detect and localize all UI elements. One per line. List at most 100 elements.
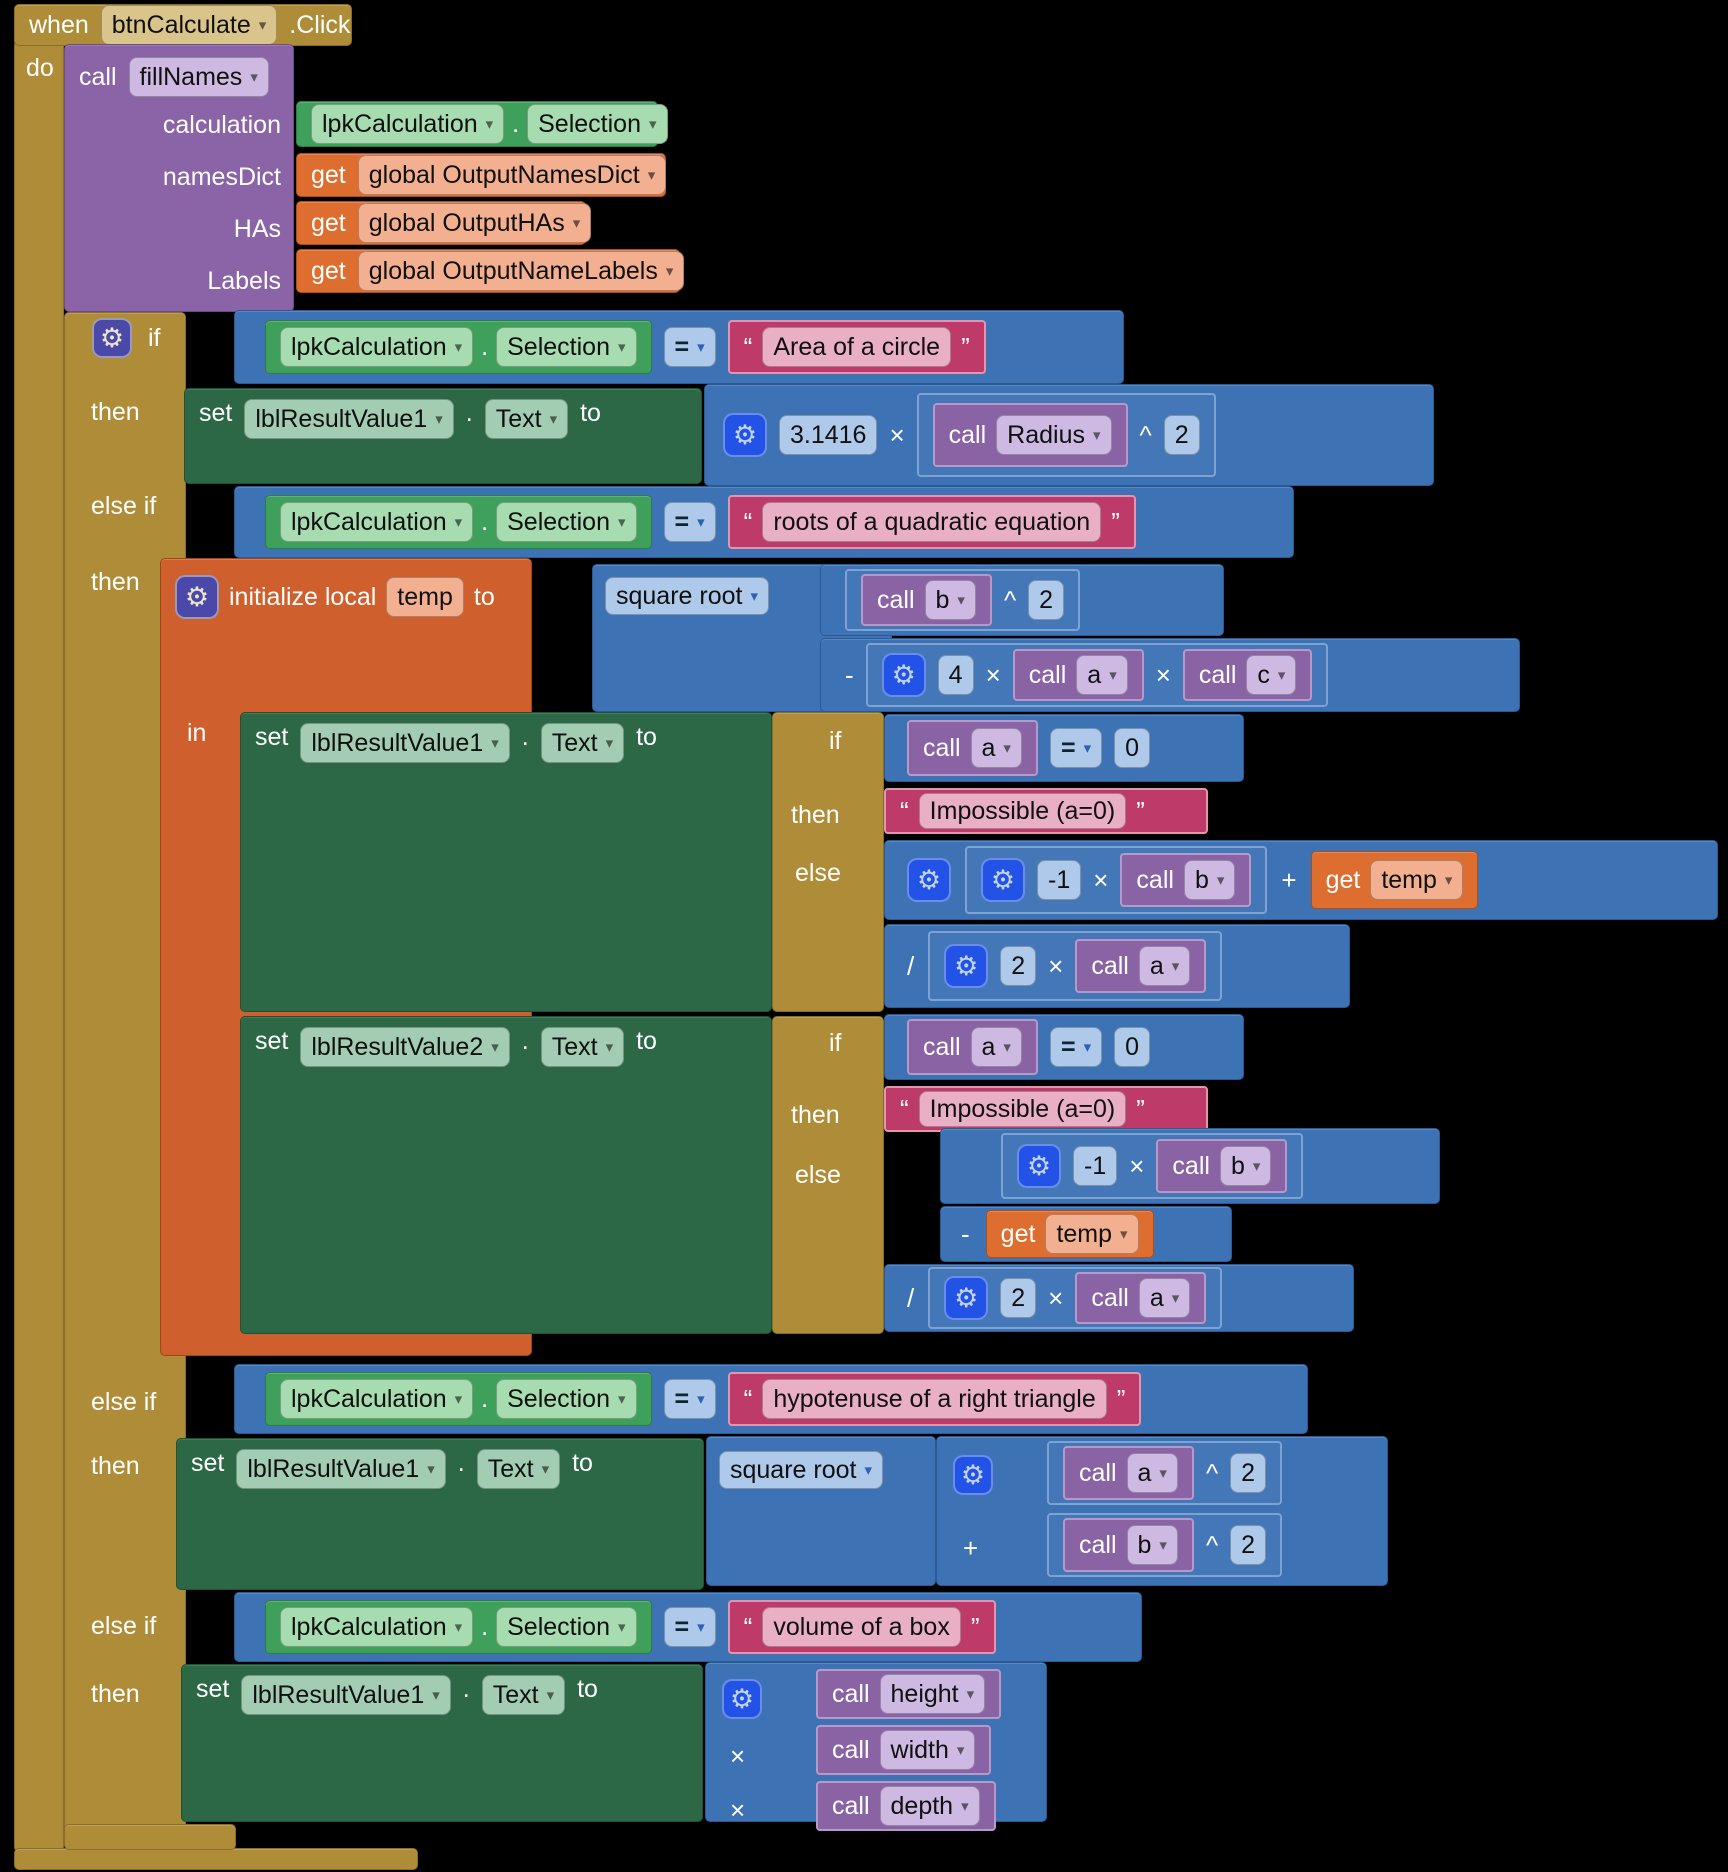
label-dropdown[interactable]: lblResultValue1▾ [236, 1449, 446, 1489]
proc-dropdown[interactable]: b▾ [1126, 1525, 1178, 1565]
proc-dropdown[interactable]: a▾ [1076, 655, 1128, 695]
call-height-block[interactable]: call height▾ [816, 1669, 1002, 1719]
global-var-dropdown[interactable]: global OutputHAs ▾ [357, 203, 592, 243]
dropdown-arrow-icon[interactable]: ▾ [966, 1685, 975, 1703]
string-impossible-block[interactable]: “ Impossible (a=0) ” [884, 788, 1208, 834]
dropdown-arrow-icon[interactable]: ▾ [1171, 1289, 1180, 1307]
number-field[interactable]: 4 [937, 655, 974, 695]
global-var-dropdown[interactable]: global OutputNamesDict ▾ [357, 155, 667, 195]
neg-b-block[interactable]: ⚙ -1 × call b▾ [965, 846, 1268, 914]
number-field[interactable]: 0 [1114, 1027, 1150, 1067]
call-a-block[interactable]: call a▾ [907, 720, 1038, 776]
text-prop-dropdown[interactable]: Text▾ [540, 1027, 625, 1067]
dropdown-arrow-icon[interactable]: ▾ [1171, 957, 1180, 975]
mutator-gear-icon[interactable]: ⚙ [944, 944, 989, 988]
mutator-gear-icon[interactable]: ⚙ [1017, 1144, 1061, 1188]
dropdown-arrow-icon[interactable]: ▾ [605, 734, 614, 752]
proc-dropdown[interactable]: b▾ [1219, 1146, 1272, 1186]
dropdown-arrow-icon[interactable]: ▾ [549, 410, 558, 428]
property-dropdown[interactable]: Selection ▾ [527, 104, 668, 144]
string-field[interactable]: hypotenuse of a right triangle [762, 1379, 1107, 1419]
string-block[interactable]: “ volume of a box ” [727, 1600, 996, 1654]
power-block[interactable]: call b▾ ^ 2 [845, 569, 1081, 631]
mutator-gear-icon[interactable]: ⚙ [944, 1276, 989, 1320]
selection-getter-block[interactable]: lpkCalculation ▾ . Selection ▾ [296, 101, 668, 147]
string-field[interactable]: Impossible (a=0) [918, 793, 1127, 829]
property-dropdown[interactable]: Selection▾ [496, 327, 637, 367]
dropdown-arrow-icon[interactable]: ▾ [617, 1390, 626, 1408]
dropdown-arrow-icon[interactable]: ▾ [1216, 871, 1225, 889]
component-dropdown[interactable]: lpkCalculation▾ [280, 1607, 474, 1647]
minus-temp-row[interactable]: - get temp▾ [940, 1206, 1232, 1262]
call-b-block[interactable]: call b▾ [1156, 1139, 1288, 1193]
mutator-gear-icon[interactable]: ⚙ [175, 575, 219, 619]
get-temp-block[interactable]: get temp▾ [1310, 851, 1479, 909]
minus-4ac-row[interactable]: - ⚙ 4 × call a▾ × call c▾ [820, 638, 1520, 712]
component-dropdown[interactable]: lpkCalculation▾ [280, 1379, 474, 1419]
call-a-block[interactable]: call a▾ [1012, 649, 1144, 701]
dropdown-arrow-icon[interactable]: ▾ [697, 1618, 705, 1636]
string-field[interactable]: Area of a circle [762, 327, 952, 367]
dropdown-arrow-icon[interactable]: ▾ [1159, 1464, 1167, 1482]
text-prop-dropdown[interactable]: Text▾ [481, 1675, 566, 1715]
component-dropdown[interactable]: btnCalculate ▾ [100, 5, 278, 45]
call-a-block[interactable]: call a▾ [1063, 1446, 1194, 1500]
dropdown-arrow-icon[interactable]: ▾ [697, 338, 705, 356]
numerator-row[interactable]: ⚙ ⚙ -1 × call b▾ + get temp▾ [884, 840, 1718, 920]
dropdown-arrow-icon[interactable]: ▾ [665, 262, 674, 280]
a-equals-zero-block[interactable]: call a▾ =▾ 0 [884, 714, 1244, 782]
dropdown-arrow-icon[interactable]: ▾ [1159, 1536, 1167, 1554]
condition-area-block[interactable]: lpkCalculation▾ . Selection▾ =▾ “ Area o… [234, 310, 1124, 384]
proc-dropdown[interactable]: a▾ [970, 728, 1022, 768]
get-global-has-block[interactable]: get global OutputHAs ▾ [296, 201, 592, 245]
call-b-block[interactable]: call b▾ [861, 574, 992, 626]
sqrt-block[interactable]: square root▾ [706, 1436, 936, 1586]
label-dropdown[interactable]: lblResultValue2▾ [300, 1027, 510, 1067]
dropdown-arrow-icon[interactable]: ▾ [617, 338, 626, 356]
dropdown-arrow-icon[interactable]: ▾ [1003, 1038, 1011, 1056]
dropdown-arrow-icon[interactable]: ▾ [1277, 666, 1286, 684]
dropdown-arrow-icon[interactable]: ▾ [750, 587, 758, 605]
proc-dropdown[interactable]: height▾ [879, 1674, 986, 1714]
dropdown-arrow-icon[interactable]: ▾ [546, 1686, 555, 1704]
proc-dropdown[interactable]: b▾ [1183, 860, 1236, 900]
dropdown-arrow-icon[interactable]: ▾ [617, 1618, 626, 1636]
mutator-gear-icon[interactable]: ⚙ [981, 858, 1025, 902]
mutator-gear-icon[interactable]: ⚙ [907, 858, 951, 902]
property-dropdown[interactable]: Selection▾ [496, 1379, 637, 1419]
string-field[interactable]: volume of a box [762, 1607, 961, 1647]
call-c-block[interactable]: call c▾ [1182, 649, 1313, 701]
dropdown-arrow-icon[interactable]: ▾ [864, 1461, 872, 1479]
var-dropdown[interactable]: temp▾ [1045, 1214, 1139, 1254]
dropdown-arrow-icon[interactable]: ▾ [1109, 666, 1117, 684]
global-var-dropdown[interactable]: global OutputNameLabels ▾ [357, 251, 685, 291]
a-squared-block[interactable]: call a▾ ^ 2 [1047, 1441, 1283, 1505]
string-field[interactable]: Impossible (a=0) [918, 1091, 1127, 1127]
get-temp-block[interactable]: get temp▾ [985, 1210, 1154, 1258]
denominator-row[interactable]: / ⚙ 2 × call a▾ [884, 924, 1350, 1008]
call-fillnames-block[interactable]: call fillNames ▾ calculation namesDict H… [64, 44, 294, 312]
dropdown-arrow-icon[interactable]: ▾ [647, 166, 656, 184]
component-dropdown[interactable]: lpkCalculation▾ [280, 502, 474, 542]
dropdown-arrow-icon[interactable]: ▾ [961, 1797, 969, 1815]
when-block-header[interactable]: when btnCalculate ▾ .Click [14, 4, 352, 46]
dropdown-arrow-icon[interactable]: ▾ [427, 1460, 435, 1478]
dropdown-arrow-icon[interactable]: ▾ [1444, 871, 1453, 889]
equals-dropdown[interactable]: =▾ [663, 1607, 716, 1647]
equals-dropdown[interactable]: =▾ [663, 327, 716, 367]
mutator-gear-icon[interactable]: ⚙ [722, 1679, 762, 1719]
dropdown-arrow-icon[interactable]: ▾ [454, 338, 463, 356]
local-name-field[interactable]: temp [386, 577, 464, 617]
property-dropdown[interactable]: Selection▾ [496, 1607, 637, 1647]
if-block-bottom[interactable] [64, 1824, 236, 1850]
dropdown-arrow-icon[interactable]: ▾ [1083, 739, 1092, 757]
two-a-block[interactable]: ⚙ 2 × call a▾ [928, 1267, 1223, 1329]
mutator-gear-icon[interactable]: ⚙ [881, 653, 926, 697]
call-a-block[interactable]: call a▾ [907, 1019, 1038, 1075]
condition-hypotenuse-block[interactable]: lpkCalculation▾ . Selection▾ =▾ “ hypote… [234, 1364, 1308, 1434]
get-global-namelabels-block[interactable]: get global OutputNameLabels ▾ [296, 249, 685, 293]
call-width-block[interactable]: call width▾ [816, 1725, 992, 1775]
number-field[interactable]: -1 [1073, 1146, 1118, 1186]
sqrt-dropdown[interactable]: square root▾ [605, 577, 769, 615]
mutator-gear-icon[interactable]: ⚙ [92, 318, 132, 358]
